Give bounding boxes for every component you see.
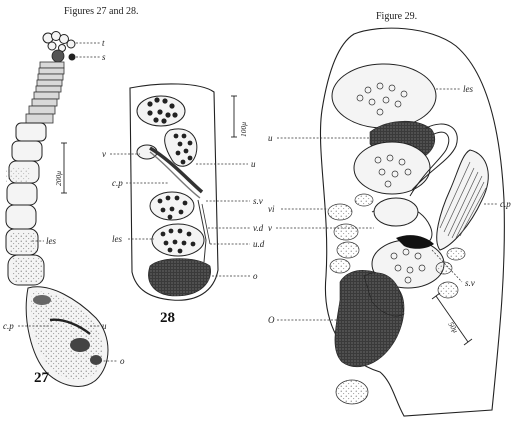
fig29-label-v: v — [268, 223, 272, 233]
fig28-eggs-top — [147, 97, 178, 124]
fig27-number: 27 — [34, 370, 50, 386]
fig28-label-ud: u.d — [253, 239, 265, 249]
fig28-label-u: u — [251, 159, 256, 169]
fig27-label-s: s — [102, 52, 106, 62]
fig29-label-sv: s.v — [465, 278, 475, 288]
fig28-scale-bar: 100μ — [231, 95, 248, 138]
fig27-label-cp: c.p — [3, 321, 14, 331]
fig27-scale-bar: 200μ — [54, 142, 67, 194]
fig28-label-sv: s.v — [253, 196, 263, 206]
fig27-scale-label: 200μ — [54, 171, 63, 186]
figure-27: 200μ t s les c.p u o 27 — [3, 31, 125, 387]
fig29-label-cp: c.p — [500, 199, 511, 209]
fig29-label-o: O — [268, 315, 275, 325]
fig27-label-o: o — [120, 356, 125, 366]
fig28-label-vd: v.d — [253, 223, 264, 233]
fig28-number: 28 — [160, 310, 175, 326]
fig27-label-les: les — [46, 236, 56, 246]
fig28-eggs-lower — [160, 228, 196, 254]
fig28-eggs-middle — [157, 195, 188, 220]
fig27-label-t: t — [102, 38, 105, 48]
fig28-eggs-right — [173, 133, 193, 165]
fig29-scale-label: 50μ — [446, 320, 460, 335]
fig27-label-u: u — [102, 321, 107, 331]
caption-figure-29: Figure 29. — [376, 11, 417, 22]
fig29-egg-clusters-top — [356, 82, 408, 116]
caption-figures-27-28: Figures 27 and 28. — [64, 6, 138, 17]
fig29-egg-clusters-middle — [374, 154, 412, 188]
fig29-label-vi: vi — [268, 204, 275, 214]
fig28-label-les: les — [112, 234, 122, 244]
fig28-scale-label: 100μ — [239, 122, 248, 137]
fig27-proglottids — [5, 122, 109, 387]
fig29-egg-clusters-lower — [390, 248, 426, 284]
fig29-label-les: les — [463, 84, 473, 94]
fig28-label-v: v — [102, 149, 106, 159]
figure-28: 100μ v u c.p s.v v.d les u.d o 28 — [102, 83, 265, 326]
fig28-label-o: o — [253, 271, 258, 281]
fig27-head — [42, 31, 76, 63]
fig29-cirrus-stripes — [439, 161, 487, 239]
figure-29: 50μ les u vi v c.p s.v O — [268, 27, 511, 417]
fig29-label-u: u — [268, 133, 273, 143]
fig28-label-cp: c.p — [112, 178, 123, 188]
fig29-scale-bar: 50μ — [431, 292, 473, 346]
fig27-neck-segments — [25, 61, 65, 124]
